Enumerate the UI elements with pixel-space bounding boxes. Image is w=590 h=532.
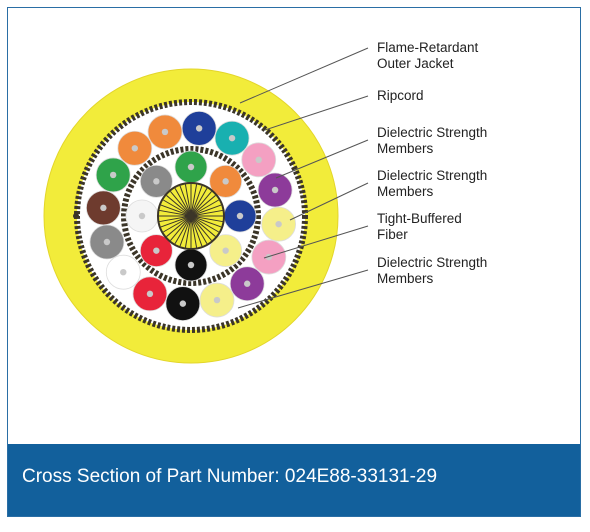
diagram-frame: Flame-Retardant Outer Jacket Ripcord Die… (7, 7, 581, 517)
inner-fiber-ring (125, 150, 257, 282)
fiber-inner (174, 248, 208, 282)
label-outer-jacket: Flame-Retardant Outer Jacket (377, 40, 479, 71)
ripcord (73, 213, 79, 219)
fiber-outer (241, 142, 277, 178)
label-ripcord: Ripcord (377, 88, 424, 103)
svg-text:Members: Members (377, 184, 434, 199)
svg-text:Outer Jacket: Outer Jacket (377, 56, 454, 71)
fiber-outer (85, 190, 121, 226)
svg-text:Dielectric Strength: Dielectric Strength (377, 255, 487, 270)
fiber-outer (257, 172, 293, 208)
svg-text:Flame-Retardant: Flame-Retardant (377, 40, 479, 55)
svg-text:Tight-Buffered: Tight-Buffered (377, 211, 462, 226)
outer-fiber-ring (85, 110, 297, 322)
fiber-outer (261, 206, 297, 242)
caption-text: Cross Section of Part Number: 024E88-331… (22, 466, 438, 487)
fiber-outer (95, 157, 131, 193)
fiber-inner (139, 164, 173, 198)
label-strength-members-1: Dielectric Strength Members (377, 125, 487, 156)
svg-text:Members: Members (377, 271, 434, 286)
fiber-outer (199, 282, 235, 318)
label-strength-members-2: Dielectric Strength Members (377, 168, 487, 199)
fiber-outer (89, 224, 125, 260)
label-strength-members-3: Dielectric Strength Members (377, 255, 487, 286)
svg-text:Members: Members (377, 141, 434, 156)
fiber-outer (117, 130, 153, 166)
fiber-outer (214, 120, 250, 156)
svg-text:Ripcord: Ripcord (377, 88, 424, 103)
label-tight-buffered-fiber: Tight-Buffered Fiber (377, 211, 462, 242)
fiber-outer (165, 286, 201, 322)
fiber-outer (132, 276, 168, 312)
fiber-inner (174, 150, 208, 184)
svg-text:Dielectric Strength: Dielectric Strength (377, 125, 487, 140)
fiber-inner (223, 199, 257, 233)
fiber-outer (181, 110, 217, 146)
cable-cross-section-diagram: Flame-Retardant Outer Jacket Ripcord Die… (43, 40, 487, 364)
fiber-outer (105, 254, 141, 290)
caption-bar: Cross Section of Part Number: 024E88-331… (8, 444, 580, 516)
fiber-outer (251, 239, 287, 275)
fiber-inner (125, 199, 159, 233)
fiber-outer (147, 114, 183, 150)
fiber-inner (139, 234, 173, 268)
fiber-inner (209, 234, 243, 268)
svg-text:Fiber: Fiber (377, 227, 408, 242)
fiber-inner (209, 164, 243, 198)
leader-lines (237, 47, 369, 309)
fiber-outer (229, 266, 265, 302)
svg-text:Dielectric Strength: Dielectric Strength (377, 168, 487, 183)
central-strength-member (157, 182, 225, 250)
